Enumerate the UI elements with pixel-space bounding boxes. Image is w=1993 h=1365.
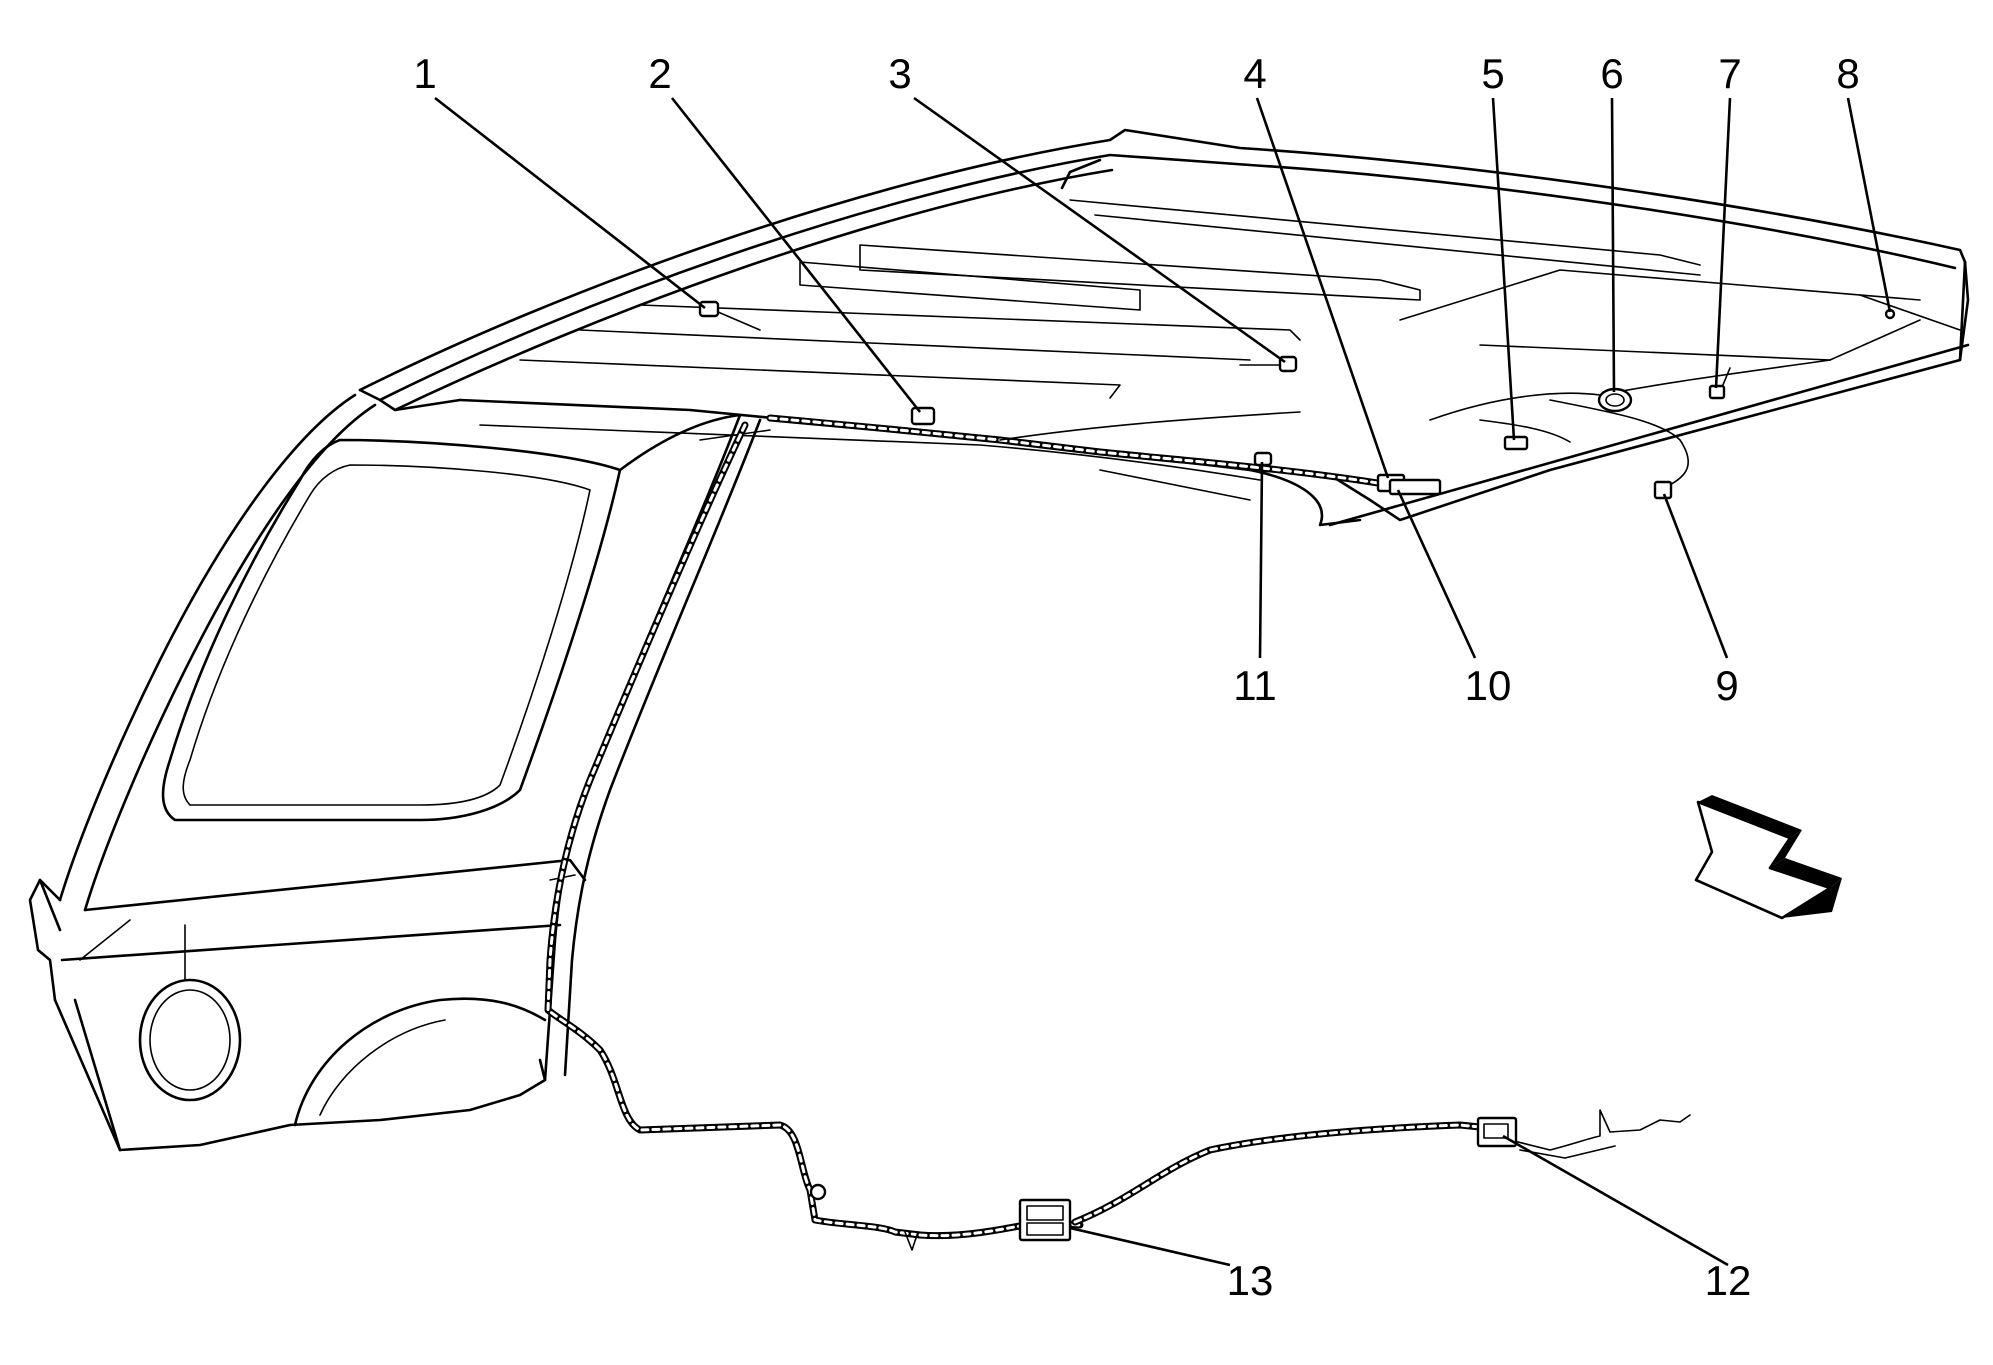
part-6-lamp bbox=[1597, 387, 1633, 413]
callout-labels: 1 2 3 4 5 6 7 8 9 10 11 12 13 bbox=[413, 50, 1859, 1304]
part-9-connector bbox=[1653, 480, 1673, 500]
part-10-connector bbox=[1388, 478, 1442, 496]
callout-12: 12 bbox=[1705, 1257, 1752, 1304]
callout-6: 6 bbox=[1600, 50, 1623, 97]
forward-arrow-icon bbox=[1694, 795, 1842, 920]
callout-1: 1 bbox=[413, 50, 436, 97]
callout-11: 11 bbox=[1233, 662, 1277, 709]
callout-2: 2 bbox=[648, 50, 671, 97]
part-5-clip bbox=[1503, 435, 1529, 451]
leader-lines bbox=[434, 96, 1892, 1267]
callout-3: 3 bbox=[888, 50, 911, 97]
callout-8: 8 bbox=[1836, 50, 1859, 97]
callout-7: 7 bbox=[1718, 50, 1741, 97]
wire-harness bbox=[544, 411, 1691, 1240]
rear-quarter-panel bbox=[28, 393, 762, 1152]
part-2-clip bbox=[910, 406, 936, 426]
callout-13: 13 bbox=[1227, 1257, 1274, 1304]
part-1-clip bbox=[698, 300, 720, 318]
callout-4: 4 bbox=[1243, 50, 1266, 97]
callout-9: 9 bbox=[1715, 662, 1738, 709]
roof-panel bbox=[358, 128, 1970, 527]
callout-10: 10 bbox=[1465, 662, 1512, 709]
parts bbox=[698, 300, 1896, 1251]
callout-5: 5 bbox=[1481, 50, 1504, 97]
